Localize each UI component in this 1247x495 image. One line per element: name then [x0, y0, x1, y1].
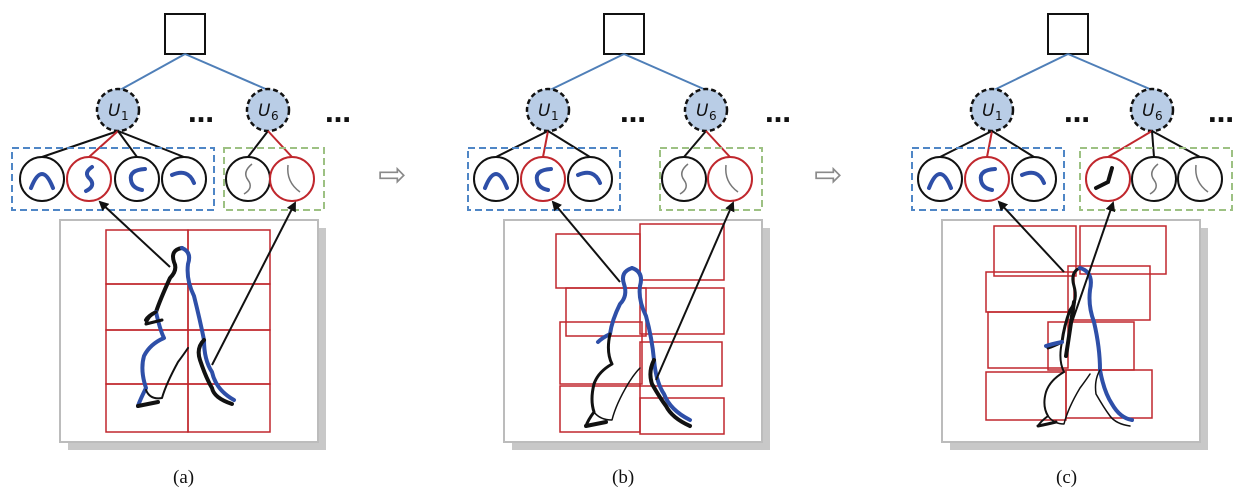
ellipsis: … — [1208, 99, 1234, 129]
ellipsis: … — [1064, 99, 1090, 129]
svg-text:1: 1 — [121, 109, 129, 123]
assignment-arrow — [211, 201, 296, 366]
svg-text:1: 1 — [995, 109, 1003, 123]
node-u6: U 6 — [1129, 87, 1175, 133]
primitive-circle — [1131, 156, 1177, 202]
node-u6: U 6 — [683, 87, 729, 133]
ellipsis: … — [188, 99, 214, 129]
tree-edge — [623, 53, 707, 91]
svg-text:1: 1 — [551, 109, 559, 123]
primitive-circle — [520, 156, 566, 202]
panel-a: U 1 U 6 … … — [11, 13, 351, 488]
assignment-arrow — [98, 200, 171, 268]
svg-text:6: 6 — [271, 109, 279, 123]
panel-caption: (c) — [1056, 467, 1077, 488]
node-u6: U 6 — [245, 87, 291, 133]
assignment-arrow — [655, 201, 735, 381]
panel-c: U 1 U 6 … … — [911, 13, 1234, 488]
primitive-circle — [161, 156, 207, 202]
tree-edge — [184, 53, 269, 91]
svg-text:U: U — [258, 101, 271, 121]
primitive-group-u1 — [911, 147, 1065, 211]
node-u1: U 1 — [969, 87, 1015, 133]
tree-edge — [549, 53, 625, 91]
primitive-circle — [707, 156, 753, 202]
assignment-arrow — [551, 200, 621, 283]
panel-b: U 1 U 6 … … — [467, 13, 791, 488]
primitive-circle — [473, 156, 519, 202]
primitive-circle — [19, 156, 65, 202]
primitive-circle — [114, 156, 160, 202]
panel-caption: (a) — [173, 467, 194, 488]
tree-edge — [119, 53, 186, 91]
svg-text:U: U — [538, 101, 551, 121]
assignment-arrow — [1069, 201, 1116, 329]
human-silhouette — [1036, 266, 1134, 428]
primitive-circle — [1011, 156, 1057, 202]
transition-arrow: ⇨ — [814, 155, 843, 195]
node-u1: U 1 — [525, 87, 571, 133]
primitive-circle — [964, 156, 1010, 202]
primitive-group-u6 — [659, 147, 763, 211]
human-silhouette — [136, 246, 236, 408]
primitive-circle — [66, 156, 112, 202]
ellipsis: … — [620, 99, 646, 129]
ellipsis: … — [325, 99, 351, 129]
primitive-circle — [917, 156, 963, 202]
primitive-group-u1 — [467, 147, 621, 211]
root-node — [1047, 13, 1089, 55]
image-frame — [503, 219, 763, 443]
human-silhouette — [584, 266, 692, 428]
ellipsis: … — [765, 99, 791, 129]
primitive-group-u6 — [223, 147, 325, 211]
assignment-arrow — [997, 200, 1065, 273]
panel-caption: (b) — [612, 467, 634, 488]
primitive-circle — [269, 156, 315, 202]
primitive-group-u1 — [11, 147, 215, 211]
primitive-circle — [661, 156, 707, 202]
svg-text:U: U — [982, 101, 995, 121]
transition-arrow: ⇨ — [378, 155, 407, 195]
svg-text:U: U — [1142, 101, 1155, 121]
svg-text:6: 6 — [1155, 109, 1163, 123]
svg-text:U: U — [696, 101, 709, 121]
primitive-group-u6 — [1079, 147, 1233, 211]
primitive-circle — [225, 156, 271, 202]
part-grid — [555, 223, 725, 435]
node-u1: U 1 — [95, 87, 141, 133]
primitive-circle — [1177, 156, 1223, 202]
svg-text:U: U — [108, 101, 121, 121]
primitive-circle — [567, 156, 613, 202]
root-node — [603, 13, 645, 55]
primitive-circle — [1085, 156, 1131, 202]
svg-text:6: 6 — [709, 109, 717, 123]
root-node — [164, 13, 206, 55]
tree-edge — [1067, 53, 1153, 91]
tree-edge — [993, 53, 1069, 91]
